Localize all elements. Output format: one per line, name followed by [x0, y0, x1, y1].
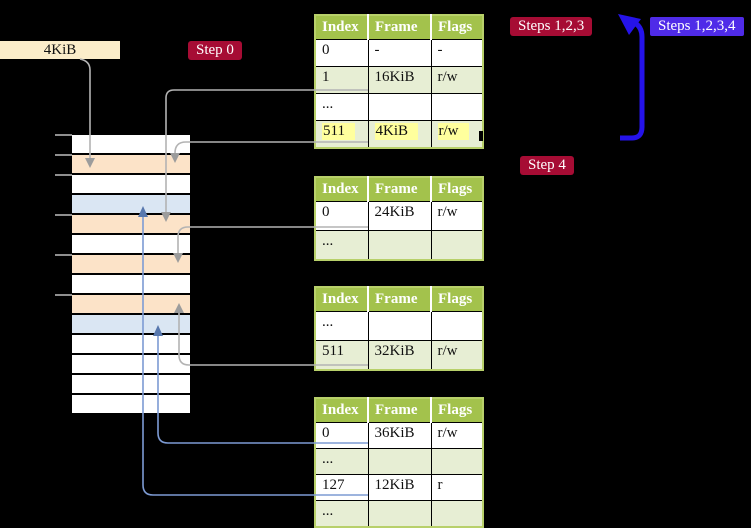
cell-flags: r: [431, 474, 483, 501]
memory-address-tick: [55, 154, 72, 156]
column-header: Frame: [368, 287, 432, 312]
highlighted-value: r/w: [437, 123, 469, 140]
column-header: Flags: [431, 15, 483, 40]
cell-frame: [368, 93, 432, 121]
memory-frame-row: [72, 155, 190, 173]
column-header: Frame: [368, 398, 432, 423]
badge-step-0: Step 0: [188, 41, 242, 60]
memory-frame-row: [72, 395, 190, 413]
cell-frame: 32KiB: [368, 340, 432, 370]
cell-frame: -: [368, 39, 432, 67]
cell-index: 0: [315, 422, 369, 449]
column-header: Flags: [431, 287, 483, 312]
table-row: ...: [315, 500, 483, 527]
cell-frame: 24KiB: [368, 201, 432, 231]
cell-flags: [431, 93, 483, 121]
cell-flags: r/w: [431, 120, 483, 148]
table-row: ...: [315, 448, 483, 475]
badge-steps-1-2-3-4: Steps 1,2,3,4: [650, 17, 744, 36]
cell-flags: [431, 448, 483, 475]
memory-frame-row: [72, 355, 190, 373]
cell-frame: 16KiB: [368, 66, 432, 94]
cell-index: 511: [315, 340, 369, 370]
column-header: Index: [315, 398, 369, 423]
cell-flags: [431, 311, 483, 341]
cell-index: 511: [315, 120, 369, 148]
table1-row511-marker: [479, 131, 483, 141]
cell-frame: [368, 311, 432, 341]
column-header: Flags: [431, 177, 483, 202]
table-row: ...: [315, 311, 483, 341]
memory-frame-row: [72, 295, 190, 313]
cell-flags: r/w: [431, 66, 483, 94]
memory-frame-row: [72, 255, 190, 273]
cell-index: 1: [315, 66, 369, 94]
cell-index: ...: [315, 230, 369, 260]
table-row: 0--: [315, 39, 483, 67]
memory-address-tick: [55, 174, 72, 176]
table-row: ...: [315, 93, 483, 121]
cell-index: ...: [315, 93, 369, 121]
memory-address-tick: [55, 134, 72, 136]
memory-frame-row: [72, 215, 190, 233]
cell-flags: r/w: [431, 422, 483, 449]
column-header: Index: [315, 177, 369, 202]
table-row: 511 4KiB r/w: [315, 120, 483, 148]
memory-address-tick: [55, 254, 72, 256]
cell-frame: [368, 448, 432, 475]
badge-steps-1-2-3: Steps 1,2,3: [510, 17, 593, 36]
cell-frame: 36KiB: [368, 422, 432, 449]
cell-index: ...: [315, 311, 369, 341]
cell-index: 127: [315, 474, 369, 501]
cell-frame: 4KiB: [368, 120, 432, 148]
memory-frame-row: [72, 175, 190, 193]
cell-flags: -: [431, 39, 483, 67]
column-header: Frame: [368, 177, 432, 202]
column-header: Flags: [431, 398, 483, 423]
highlighted-value: 511: [322, 123, 355, 140]
memory-frame-row: [72, 335, 190, 353]
cell-frame: [368, 230, 432, 260]
memory-frame-row: [72, 135, 190, 153]
cell-index: 0: [315, 201, 369, 231]
column-header: Index: [315, 15, 369, 40]
memory-address-tick: [55, 294, 72, 296]
column-header: Index: [315, 287, 369, 312]
memory-frame-row: [72, 375, 190, 393]
memory-frame-row: [72, 315, 190, 333]
cell-index: ...: [315, 448, 369, 475]
arrow-steps-loop: [618, 14, 645, 141]
cell-index: ...: [315, 500, 369, 527]
column-header: Frame: [368, 15, 432, 40]
cell-flags: [431, 500, 483, 527]
cell-flags: r/w: [431, 340, 483, 370]
badge-step-4: Step 4: [520, 156, 574, 175]
cell-frame: [368, 500, 432, 527]
memory-frame-row: [72, 235, 190, 253]
cell-flags: [431, 230, 483, 260]
cell-flags: r/w: [431, 201, 483, 231]
cell-index: 0: [315, 39, 369, 67]
table-row: ...: [315, 230, 483, 260]
memory-frame-row: [72, 195, 190, 213]
cell-frame: 12KiB: [368, 474, 432, 501]
highlighted-value: 4KiB: [374, 123, 419, 140]
frame-size-label: 4KiB: [0, 41, 120, 59]
memory-address-tick: [55, 214, 72, 216]
memory-frame-row: [72, 275, 190, 293]
